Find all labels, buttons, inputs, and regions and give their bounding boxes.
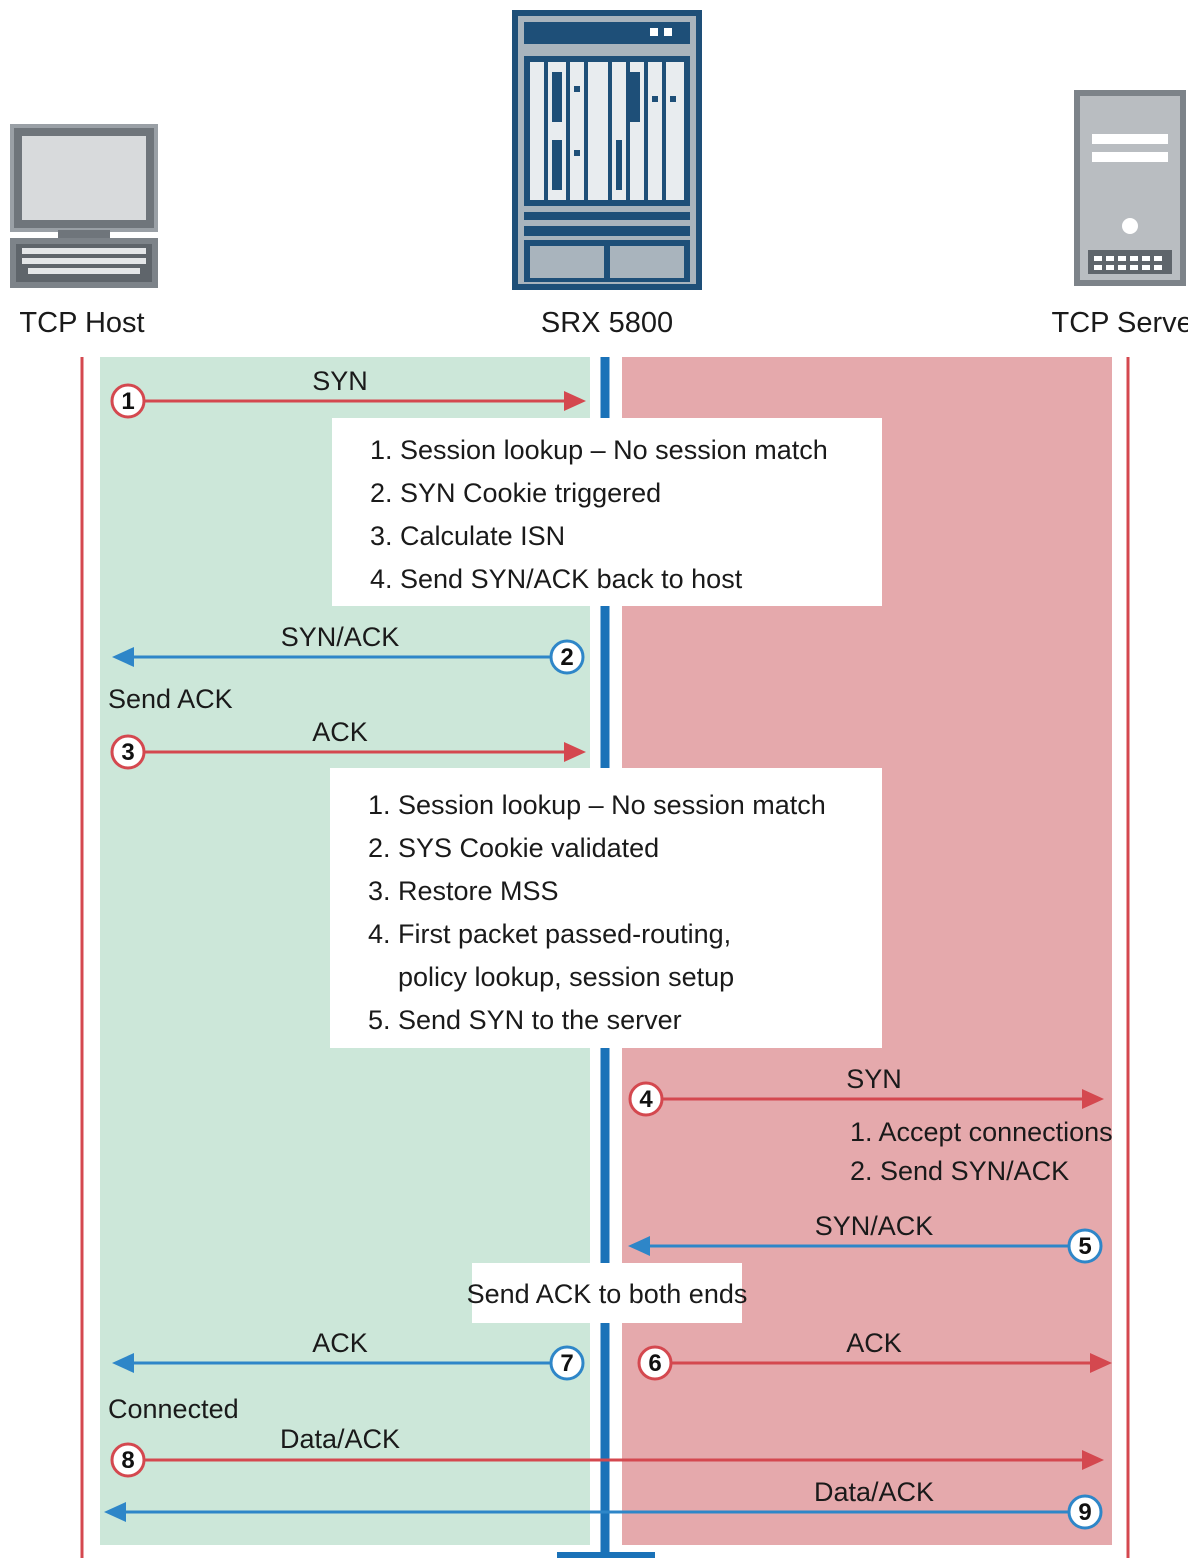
message-2: 2 SYN/ACK — [112, 622, 585, 675]
note-1-line-1: 1. Session lookup – No session match — [370, 435, 828, 465]
step-2-number: 2 — [560, 644, 573, 671]
message-6-arrowhead — [1090, 1353, 1112, 1373]
send-ack-text: Send ACK — [108, 684, 233, 714]
both-ends-box — [472, 1263, 742, 1323]
step-4-badge — [628, 1081, 664, 1117]
message-arrows: 1SYN2SYN/ACK3ACK4SYN5SYN/ACK6ACK7ACK8Dat… — [104, 366, 1112, 1530]
message-5-label: SYN/ACK — [815, 1211, 934, 1241]
message-5: 5 SYN/ACK — [628, 1211, 1103, 1264]
server-label: TCP Server — [1052, 307, 1188, 339]
message-1: 1 SYN — [110, 366, 586, 419]
message-3-arrowhead — [564, 742, 586, 762]
tower-server-icon — [1074, 90, 1186, 286]
note-2-line-2: 2. SYS Cookie validated — [368, 833, 659, 863]
message-4-label: SYN — [846, 1064, 902, 1094]
desktop-computer-icon — [10, 124, 158, 288]
note-1-line-3: 3. Calculate ISN — [370, 521, 565, 551]
step-5-badge — [1067, 1228, 1103, 1264]
server-step-1: 1. Accept connections — [850, 1117, 1113, 1147]
step-6-number: 6 — [648, 1350, 661, 1377]
step-1-badge — [110, 383, 146, 419]
step-3-number: 3 — [121, 739, 134, 766]
note-2-line-1: 1. Session lookup – No session match — [368, 790, 826, 820]
firewall-lifeline-base — [557, 1552, 655, 1558]
note-box-2 — [330, 768, 882, 1048]
message-6-label: ACK — [846, 1328, 902, 1358]
srx-chassis-icon — [512, 10, 702, 290]
step-1-number: 1 — [121, 388, 134, 415]
message-7-arrowhead — [112, 1353, 134, 1373]
step-7-badge — [549, 1345, 585, 1381]
note-1-line-4: 4. Send SYN/ACK back to host — [370, 564, 743, 594]
message-8-arrowhead — [1082, 1450, 1104, 1470]
note-2-line-4: 4. First packet passed-routing, — [368, 919, 731, 949]
message-3: 3 ACK — [110, 717, 586, 770]
message-2-arrowhead — [112, 647, 134, 667]
message-5-arrowhead — [628, 1236, 650, 1256]
step-2-badge — [549, 639, 585, 675]
host-label: TCP Host — [19, 307, 144, 339]
both-ends-text: Send ACK to both ends — [467, 1279, 748, 1309]
message-4: 4 SYN — [628, 1064, 1104, 1117]
step-7-number: 7 — [560, 1350, 573, 1377]
note-2-line-6: 5. Send SYN to the server — [368, 1005, 682, 1035]
message-6: 6 ACK — [637, 1328, 1112, 1381]
connected-text: Connected — [108, 1394, 239, 1424]
step-5-number: 5 — [1078, 1233, 1091, 1260]
note-2-line-3: 3. Restore MSS — [368, 876, 559, 906]
message-8-label: Data/ACK — [280, 1424, 400, 1454]
step-8-badge — [110, 1442, 146, 1478]
server-step-2: 2. Send SYN/ACK — [850, 1156, 1069, 1186]
message-9-arrowhead — [104, 1502, 126, 1522]
step-3-badge — [110, 734, 146, 770]
message-4-arrowhead — [1082, 1089, 1104, 1109]
message-7: 7 ACK — [112, 1328, 585, 1381]
message-7-label: ACK — [312, 1328, 368, 1358]
note-1-line-2: 2. SYN Cookie triggered — [370, 478, 661, 508]
step-9-badge — [1067, 1494, 1103, 1530]
message-8: 8 Data/ACK — [110, 1424, 1104, 1478]
note-2-line-5: policy lookup, session setup — [368, 962, 734, 992]
step-8-number: 8 — [121, 1447, 134, 1474]
step-6-badge — [637, 1345, 673, 1381]
message-1-label: SYN — [312, 366, 368, 396]
firewall-label: SRX 5800 — [541, 307, 673, 339]
step-9-number: 9 — [1078, 1499, 1091, 1526]
message-3-label: ACK — [312, 717, 368, 747]
message-2-label: SYN/ACK — [281, 622, 400, 652]
message-1-arrowhead — [564, 391, 586, 411]
message-9-label: Data/ACK — [814, 1477, 934, 1507]
message-9: 9 Data/ACK — [104, 1477, 1103, 1530]
note-box-1 — [332, 418, 882, 606]
step-4-number: 4 — [639, 1086, 653, 1113]
